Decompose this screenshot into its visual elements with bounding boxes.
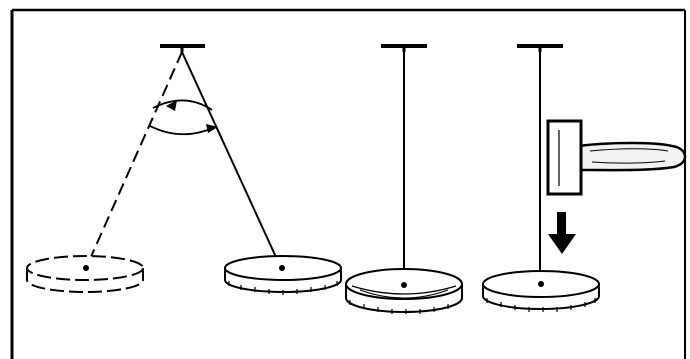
panel-hammer-strike-disc — [482, 44, 687, 312]
string-dashed — [85, 51, 183, 269]
panel-hanging-dished-disc — [345, 44, 463, 314]
disc-struck-center — [538, 281, 544, 287]
disc-dished-center — [401, 282, 407, 288]
disc-struck — [482, 270, 600, 312]
ceiling-mount-3 — [517, 44, 563, 52]
swing-arrow-icon — [149, 99, 218, 136]
hammer-icon — [546, 119, 687, 196]
disc-ghost-center — [83, 265, 89, 271]
disc-swung-center — [279, 265, 285, 271]
disc-swung — [224, 255, 342, 295]
disc-ghost — [26, 255, 144, 293]
ceiling-mount-2 — [381, 44, 427, 52]
disc-dished — [345, 268, 463, 314]
figure-frame — [10, 8, 686, 359]
panel-swinging-disc — [26, 44, 342, 295]
string-solid — [181, 51, 282, 269]
hammer-handle — [576, 141, 687, 172]
arrow-down-icon — [548, 212, 576, 254]
ceiling-mount-1 — [160, 44, 205, 52]
hammer-head — [546, 119, 583, 196]
